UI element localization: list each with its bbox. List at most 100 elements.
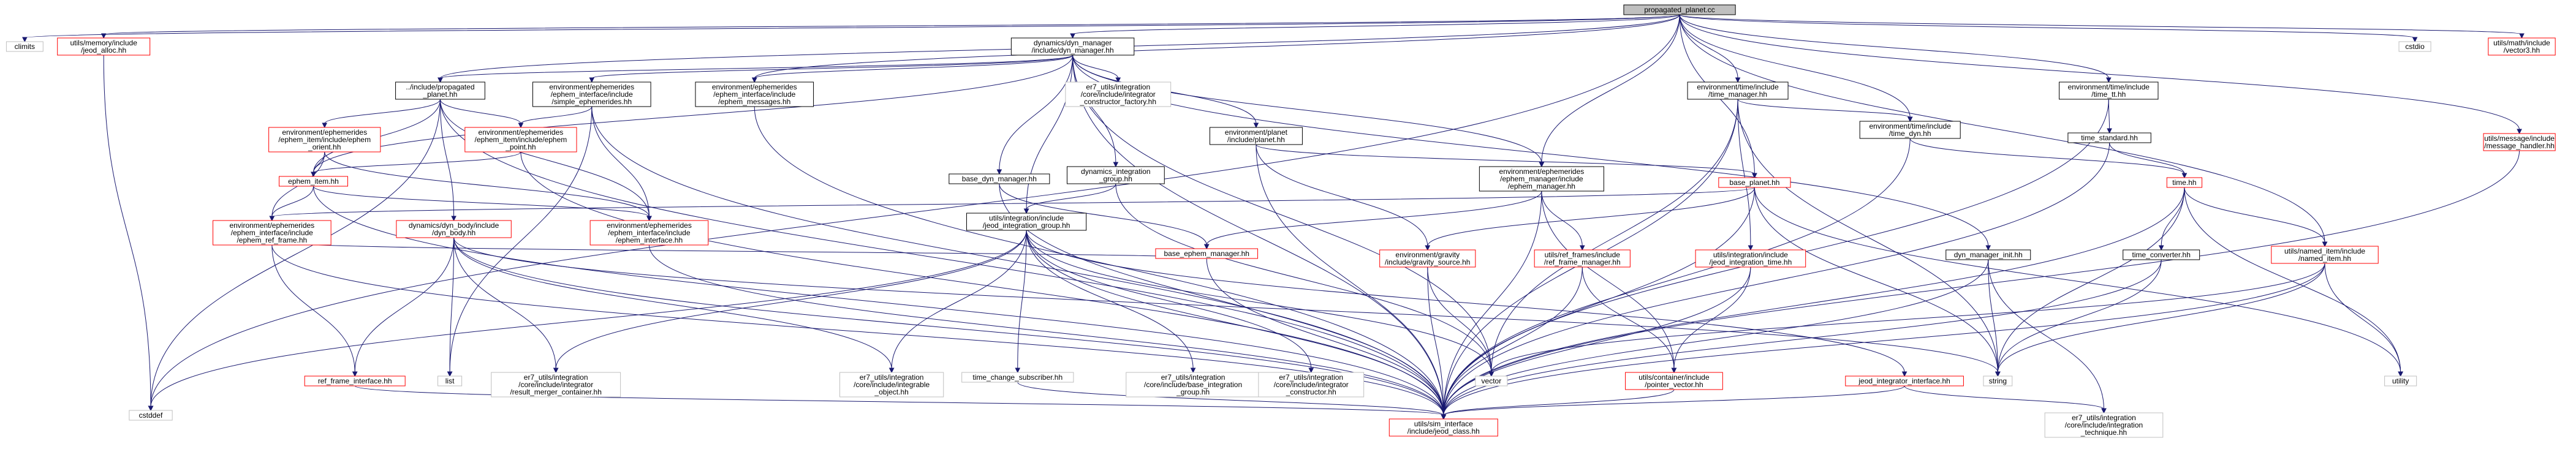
node-time_tt[interactable]: environment/time/include/time_tt.hh: [2059, 81, 2159, 100]
node-jeod_integration_time[interactable]: utils/integration/include/jeod_integrati…: [1695, 249, 1806, 268]
node-dynamics_integration_group[interactable]: dynamics_integration_group.hh: [1066, 166, 1165, 184]
arrowhead-dyn_manager-to-simple_ephemerides: [589, 77, 595, 83]
node-jeod_class[interactable]: utils/sim_interface/include/jeod_class.h…: [1388, 418, 1498, 437]
node-box-vector: [1475, 375, 1508, 386]
node-jeod_integration_group[interactable]: utils/integration/include/jeod_integrati…: [966, 213, 1087, 231]
node-label-gravity_source: environment/gravity: [1395, 251, 1460, 259]
node-label-cstddef: cstddef: [139, 411, 163, 420]
edge-root-to-climits: [24, 14, 1680, 39]
node-ephem_ref_frame[interactable]: environment/ephemerides/ephem_interface/…: [213, 220, 331, 246]
node-ephem_item[interactable]: ephem_item.hh: [279, 176, 348, 187]
node-label-simple_ephemerides: /simple_ephemerides.hh: [551, 97, 632, 106]
node-label-er7_integrable_object: /core/include/integrable: [854, 380, 930, 389]
edge-propagated_planet-to-jeod_class: [439, 99, 1444, 416]
edge-time-to-jeod_class: [1443, 187, 2185, 416]
edge-dyn_manager-to-jeod_integration_group: [1026, 55, 1074, 210]
node-box-dyn_body: [396, 220, 512, 238]
node-jeod_integrator_interface[interactable]: jeod_integrator_interface.hh: [1845, 375, 1964, 386]
node-label-ref_frame_interface: ref_frame_interface.hh: [318, 377, 392, 385]
node-dyn_manager_init[interactable]: dyn_manager_init.hh: [1945, 249, 2031, 260]
node-planet[interactable]: environment/planet/include/planet.hh: [1209, 127, 1303, 145]
edge-base_ephem_manager-to-ephem_ref_frame: [271, 241, 1207, 259]
edge-named_item-to-jeod_class: [1443, 263, 2325, 416]
edge-dyn_manager-to-dynamics_integration_group: [1072, 55, 1116, 164]
node-ephem_messages[interactable]: environment/ephemerides/ephem_interface/…: [695, 81, 814, 107]
node-ephem_manager[interactable]: environment/ephemerides/ephem_manager/in…: [1479, 166, 1604, 192]
node-box-ref_frame_manager: [1534, 249, 1631, 268]
node-ref_frame_interface[interactable]: ref_frame_interface.hh: [304, 375, 406, 386]
node-dyn_body[interactable]: dynamics/dyn_body/include/dyn_body.hh: [396, 220, 512, 238]
edge-named_item-to-string: [1997, 263, 2325, 373]
node-label-ephem_manager: /ephem_manager.hh: [1508, 182, 1575, 190]
node-vector3[interactable]: utils/math/include/vector3.hh: [2488, 37, 2556, 56]
node-pointer_vector[interactable]: utils/container/include/pointer_vector.h…: [1625, 372, 1723, 390]
edge-time_manager-to-string: [1737, 99, 1998, 373]
node-label-base_ephem_manager: base_ephem_manager.hh: [1164, 249, 1249, 258]
node-label-ephem_manager: environment/ephemerides: [1499, 167, 1585, 176]
node-label-named_item: utils/named_item/include: [2284, 247, 2365, 255]
node-er7_integrable_object[interactable]: er7_utils/integration/core/include/integ…: [839, 372, 944, 398]
arrowhead-root-to-vector3: [2519, 33, 2525, 39]
node-box-base_dyn_manager: [949, 173, 1050, 184]
node-er7_integration_technique[interactable]: er7_utils/integration/core/include/integ…: [2044, 412, 2164, 438]
node-box-ephem_manager: [1479, 166, 1604, 192]
node-label-simple_ephemerides: environment/ephemerides: [549, 83, 634, 91]
node-string[interactable]: string: [1983, 375, 2013, 386]
node-label-propagated_planet: ../include/propagated: [406, 83, 474, 91]
arrowhead-root-to-dyn_manager: [1070, 33, 1075, 39]
node-ephem_point[interactable]: environment/ephemerides/ephem_item/inclu…: [464, 127, 577, 153]
node-label-time_converter: time_converter.hh: [2132, 251, 2190, 259]
node-jeod_alloc[interactable]: utils/memory/include/jeod_alloc.hh: [57, 37, 151, 56]
node-vector[interactable]: vector: [1475, 375, 1508, 386]
edge-gravity_source-to-vector: [1427, 266, 1492, 373]
node-label-er7_integrable_object: _object.hh: [874, 388, 908, 396]
edge-ephem_item-to-jeod_class: [313, 186, 1444, 416]
node-box-time_dyn: [1859, 121, 1961, 139]
edge-ephem_interface-to-jeod_class: [648, 244, 1444, 416]
node-named_item[interactable]: utils/named_item/include/named_item.hh: [2271, 246, 2379, 264]
node-time_standard[interactable]: time_standard.hh: [2067, 132, 2151, 143]
node-time[interactable]: time.hh: [2166, 177, 2203, 188]
node-time_manager[interactable]: environment/time/include/time_manager.hh: [1687, 81, 1789, 100]
node-label-er7_integrator_constructor_factory: _constructor_factory.hh: [1080, 97, 1157, 106]
node-list[interactable]: list: [438, 375, 463, 386]
node-label-ref_frame_manager: /ref_frame_manager.hh: [1544, 258, 1621, 266]
node-root[interactable]: propagated_planet.cc: [1623, 4, 1736, 15]
node-time_converter[interactable]: time_converter.hh: [2123, 249, 2200, 260]
node-er7_integrator_constructor[interactable]: er7_utils/integration/core/include/integ…: [1258, 372, 1365, 398]
edge-propagated_planet-to-ephem_orient: [324, 99, 441, 124]
arrowhead-message_handler-to-jeod_class: [1441, 414, 1447, 420]
node-ephem_orient[interactable]: environment/ephemerides/ephem_item/inclu…: [268, 127, 381, 153]
node-gravity_source[interactable]: environment/gravity/include/gravity_sour…: [1379, 249, 1476, 268]
node-utility[interactable]: utility: [2384, 375, 2417, 386]
node-ref_frame_manager[interactable]: utils/ref_frames/include/ref_frame_manag…: [1534, 249, 1631, 268]
node-base_ephem_manager[interactable]: base_ephem_manager.hh: [1155, 248, 1259, 259]
node-box-base_planet: [1718, 177, 1791, 188]
node-cstdio[interactable]: cstdio: [2398, 41, 2431, 52]
node-label-gravity_source: /include/gravity_source.hh: [1385, 258, 1470, 266]
edge-dyn_body-to-string: [453, 237, 1998, 373]
node-label-er7_integrator_constructor: er7_utils/integration: [1279, 373, 1343, 382]
node-box-message_handler: [2483, 133, 2556, 151]
edge-jeod_integration_group-to-vector: [1026, 230, 1492, 373]
node-ephem_interface[interactable]: environment/ephemerides/ephem_interface/…: [589, 220, 709, 246]
arrowhead-dyn_body-to-ref_frame_interface: [352, 371, 358, 377]
node-climits[interactable]: climits: [6, 41, 44, 52]
node-propagated_planet[interactable]: ../include/propagated_planet.hh: [395, 81, 485, 100]
node-dyn_manager[interactable]: dynamics/dyn_manager/include/dyn_manager…: [1010, 37, 1135, 56]
node-message_handler[interactable]: utils/message/include/message_handler.hh: [2483, 133, 2556, 151]
node-base_planet[interactable]: base_planet.hh: [1718, 177, 1791, 188]
node-time_dyn[interactable]: environment/time/include/time_dyn.hh: [1859, 121, 1961, 139]
node-label-time_tt: environment/time/include: [2068, 83, 2150, 91]
node-er7_base_integration_group[interactable]: er7_utils/integration/core/include/base_…: [1126, 372, 1260, 398]
node-simple_ephemerides[interactable]: environment/ephemerides/ephem_interface/…: [532, 81, 651, 107]
node-label-message_handler: /message_handler.hh: [2484, 141, 2555, 150]
node-cstddef[interactable]: cstddef: [129, 410, 173, 421]
node-er7_result_merger[interactable]: er7_utils/integration/core/include/integ…: [491, 372, 621, 398]
node-base_dyn_manager[interactable]: base_dyn_manager.hh: [949, 173, 1050, 184]
node-time_change_subscriber[interactable]: time_change_subscriber.hh: [961, 372, 1074, 383]
arrowhead-jeod_integration_group-to-er7_integrable_object: [888, 368, 895, 374]
node-label-simple_ephemerides: /ephem_interface/include: [551, 90, 633, 99]
node-box-simple_ephemerides: [532, 81, 651, 107]
node-er7_integrator_constructor_factory[interactable]: er7_utils/integration/core/include/integ…: [1065, 81, 1172, 107]
